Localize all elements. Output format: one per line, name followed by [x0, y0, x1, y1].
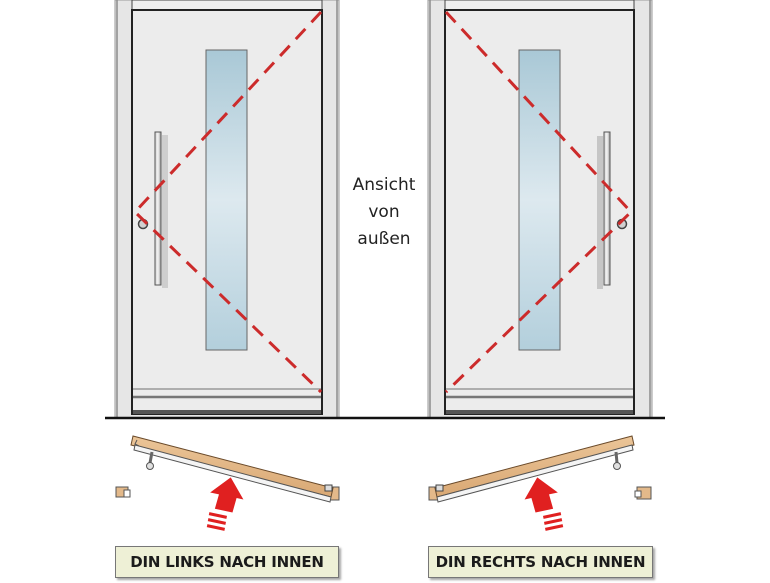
right-door-elevation — [427, 0, 653, 419]
right-door-plan-view — [428, 435, 652, 531]
left-door-label: DIN LINKS NACH INNEN — [115, 546, 339, 578]
right-door-label: DIN RECHTS NACH INNEN — [428, 546, 653, 578]
view-caption-line-3: außen — [357, 229, 411, 249]
view-caption-line-1: Ansicht — [352, 175, 416, 195]
left-door-glass — [205, 49, 248, 351]
left-opening-symbol — [132, 10, 323, 394]
left-push-direction-arrow-icon — [206, 477, 244, 531]
view-caption-line-2: von — [368, 202, 400, 222]
right-push-direction-arrow-icon — [524, 477, 564, 531]
left-door-plan-view — [115, 435, 340, 531]
right-door-handle — [603, 131, 611, 286]
right-opening-symbol — [444, 10, 634, 394]
left-door-handle — [154, 131, 162, 286]
left-door-elevation — [114, 0, 340, 419]
right-door-glass — [518, 49, 561, 351]
view-caption: Ansicht von außen — [336, 172, 432, 253]
